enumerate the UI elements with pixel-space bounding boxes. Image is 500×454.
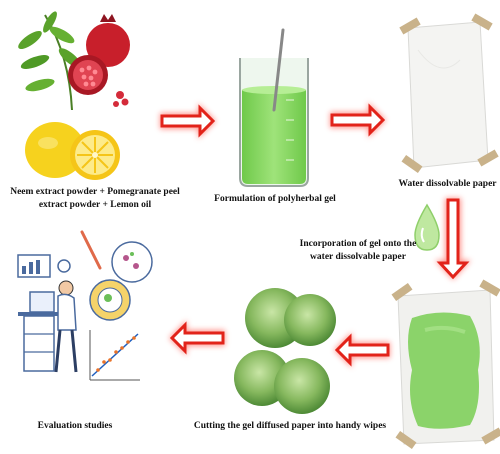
arrow-incorporation-to-wipes xyxy=(334,332,390,368)
arrow-paper-to-incorporation xyxy=(435,198,471,280)
evaluation-label: Evaluation studies xyxy=(20,420,130,433)
arrow-ingredients-to-gel xyxy=(160,103,216,139)
round-wipes-icon xyxy=(234,288,336,414)
arrow-wipes-to-evaluation xyxy=(169,320,225,356)
ingredients-label: Neem extract powder + Pomegranate peel e… xyxy=(0,186,190,212)
pomegranate-icon xyxy=(68,14,130,107)
green-gel-drop-icon xyxy=(415,205,439,250)
incorporation-label: Incorporation of gel onto the water diss… xyxy=(298,238,418,264)
ingredients-label-line2: extract powder + Lemon oil xyxy=(0,199,190,212)
scientist-lab-icon xyxy=(18,232,152,380)
beaker-with-green-gel-icon xyxy=(240,30,308,186)
paper-label: Water dissolvable paper xyxy=(395,178,500,191)
gel-coated-paper-icon xyxy=(392,280,500,449)
lemon-icon xyxy=(25,122,120,180)
ingredients-label-line1: Neem extract powder + Pomegranate peel xyxy=(0,186,190,199)
arrow-gel-to-paper xyxy=(330,102,386,138)
incorporation-label-line1: Incorporation of gel onto the xyxy=(298,238,418,251)
gel-label: Formulation of polyherbal gel xyxy=(210,193,340,206)
incorporation-label-line2: water dissolvable paper xyxy=(298,251,418,264)
wipes-label: Cutting the gel diffused paper into hand… xyxy=(190,420,390,433)
paper-sheet-icon xyxy=(399,14,498,173)
